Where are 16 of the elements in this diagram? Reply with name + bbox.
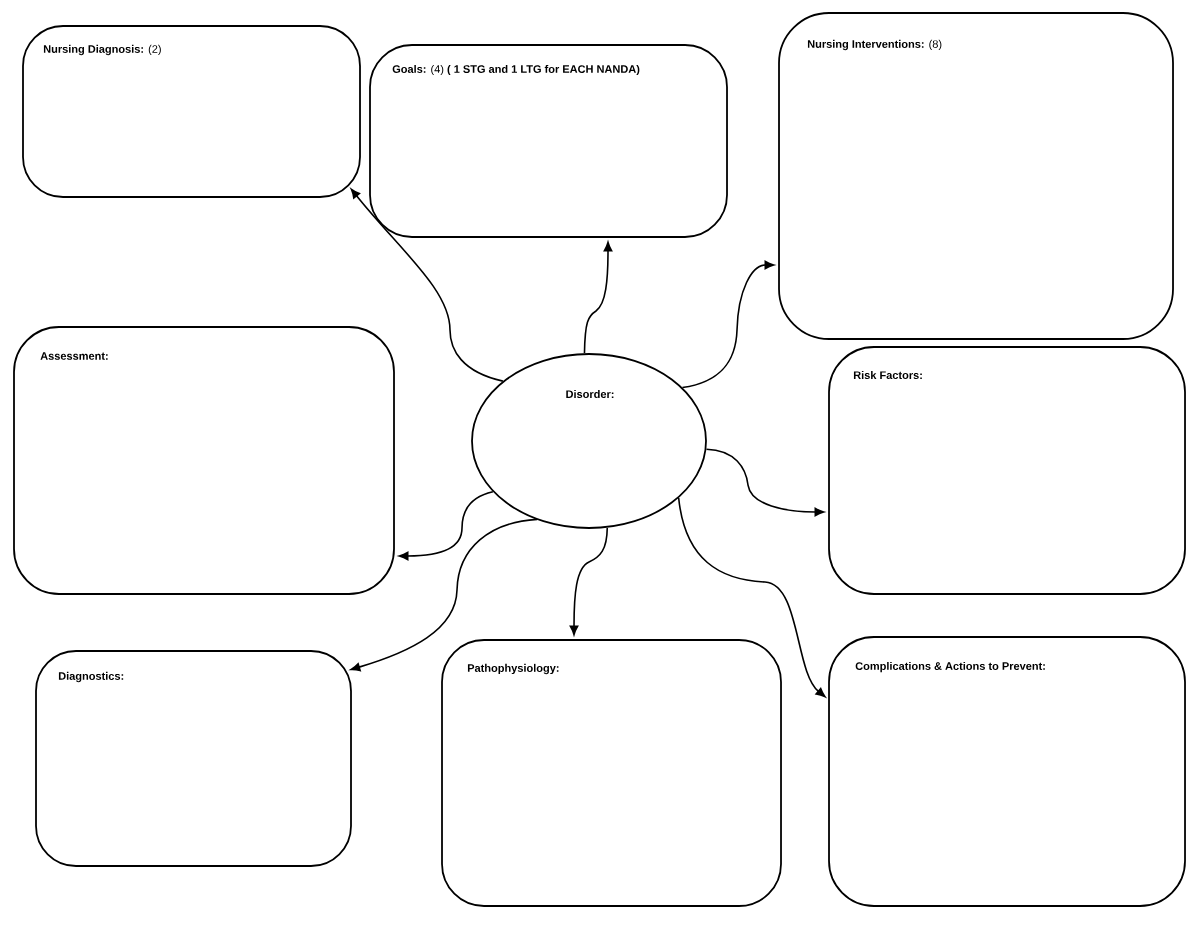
answer-box: Assessment: [13,326,395,595]
answer-box: Complications & Actions to Prevent: [828,636,1186,907]
arrow [350,188,504,382]
arrow [677,497,826,698]
arrow [583,241,613,354]
answer-box: Risk Factors: [828,346,1186,595]
arrow [398,491,494,561]
answer-box: Goals: (4) ( 1 STG and 1 LTG for EACH NANDA) [369,44,728,238]
arrow [705,448,825,517]
arrow [569,527,609,636]
arrow [681,260,775,389]
answer-box: Pathophysiology: [441,639,782,907]
answer-box: Nursing Interventions: (8) [778,12,1174,340]
answer-box: Diagnostics: [35,650,352,867]
arrow [350,518,538,672]
answer-box: Nursing Diagnosis: (2) [22,25,361,198]
